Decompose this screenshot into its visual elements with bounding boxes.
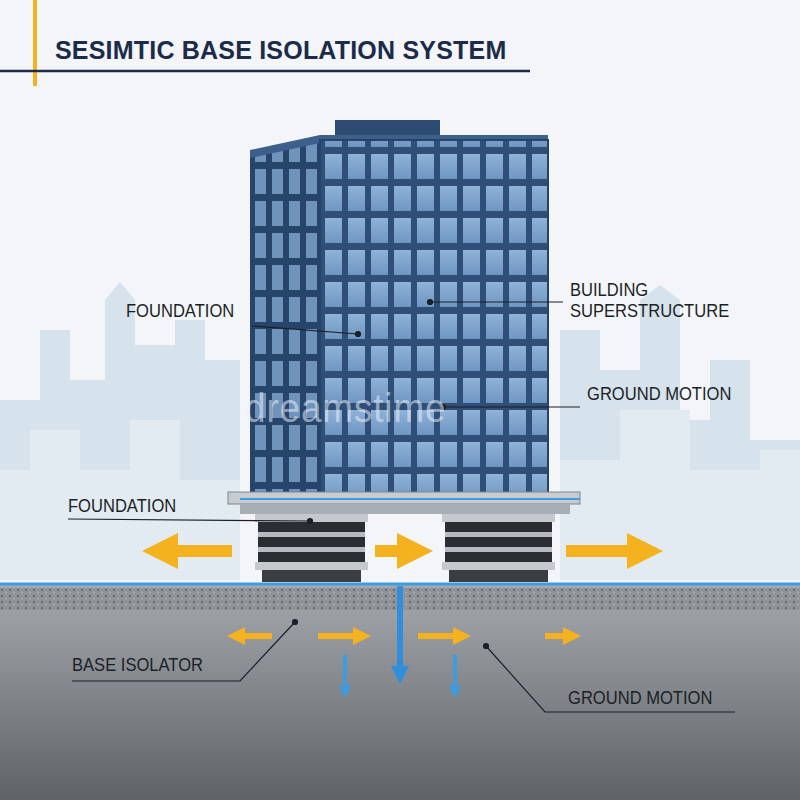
leader-line xyxy=(68,300,735,713)
part-label: FOUNDATION xyxy=(68,496,176,517)
part-label: GROUND MOTION xyxy=(568,688,712,709)
ground xyxy=(0,583,800,800)
part-label: GROUND MOTION xyxy=(587,384,731,405)
force-arrow xyxy=(345,586,455,692)
accent-bar xyxy=(33,0,37,86)
motion-arrow xyxy=(160,545,645,557)
part-label: BASE ISOLATOR xyxy=(72,655,203,676)
diagram-title: SESIMTIC BASE ISOLATION SYSTEM xyxy=(55,36,506,65)
watermark: dreamstime xyxy=(245,386,446,430)
part-label: BUILDING SUPERSTRUCTURE xyxy=(570,280,754,322)
ground-arrow xyxy=(236,633,572,639)
part-label: FOUNDATION xyxy=(126,301,234,322)
building xyxy=(250,120,548,495)
base-isolator xyxy=(255,514,555,582)
